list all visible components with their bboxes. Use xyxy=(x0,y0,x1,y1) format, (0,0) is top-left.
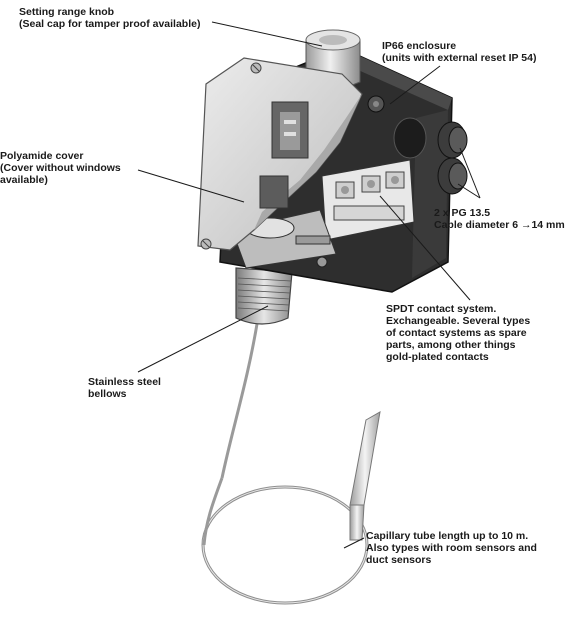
label-line: Polyamide cover xyxy=(0,150,84,162)
leader-capillary xyxy=(343,537,365,549)
label-pg-cable: 2 x PG 13.5 Cable diameter 6 →14 mm xyxy=(434,207,565,231)
label-line: Stainless steel xyxy=(88,376,161,388)
leader-lines xyxy=(137,21,481,549)
label-line: duct sensors xyxy=(366,554,432,566)
label-line: SPDT contact system. xyxy=(386,303,497,315)
label-setting-range-knob: Setting range knob (Seal cap for tamper … xyxy=(19,6,200,30)
label-ip66-enclosure: IP66 enclosure (units with external rese… xyxy=(382,40,536,64)
label-line: IP66 enclosure xyxy=(382,40,457,52)
label-line: Exchangeable. Several types xyxy=(386,315,531,327)
bellows xyxy=(235,267,293,325)
label-spdt-contact-system: SPDT contact system. Exchangeable. Sever… xyxy=(386,303,530,363)
label-line: available) xyxy=(0,174,48,186)
label-line: 2 x PG 13.5 xyxy=(434,207,491,219)
cable-gland xyxy=(437,121,468,195)
sensor-bulb xyxy=(349,411,381,541)
capillary-tube xyxy=(201,317,369,605)
polyamide-cover xyxy=(197,57,363,251)
label-line: (Cover without windows xyxy=(0,162,121,174)
enclosure-housing xyxy=(219,47,468,293)
leader-knob xyxy=(211,21,323,47)
label-capillary-tube: Capillary tube length up to 10 m. Also t… xyxy=(366,530,537,566)
label-line: Setting range knob xyxy=(19,6,115,18)
label-line: (Seal cap for tamper proof available) xyxy=(19,18,201,30)
leader-spdt xyxy=(379,195,471,301)
leader-cover xyxy=(137,169,245,203)
label-line: (units with external reset IP 54) xyxy=(382,52,537,64)
label-polyamide-cover: Polyamide cover (Cover without windows a… xyxy=(0,150,121,186)
label-line: gold-plated contacts xyxy=(386,351,489,363)
label-line: of contact systems as spare xyxy=(386,327,527,339)
contact-system xyxy=(321,159,415,241)
label-line: parts, among other things xyxy=(386,339,516,351)
leader-pg-1 xyxy=(459,147,481,199)
label-line: Capillary tube length up to 10 m. xyxy=(366,530,529,542)
label-line: bellows xyxy=(88,388,127,400)
leader-ip66 xyxy=(389,65,441,105)
leader-pg-2 xyxy=(457,183,481,199)
label-bellows: Stainless steel bellows xyxy=(88,376,161,400)
label-line: Cable diameter 6 →14 mm xyxy=(434,219,565,231)
label-line: Also types with room sensors and xyxy=(366,542,537,554)
leader-bellows xyxy=(137,305,269,373)
